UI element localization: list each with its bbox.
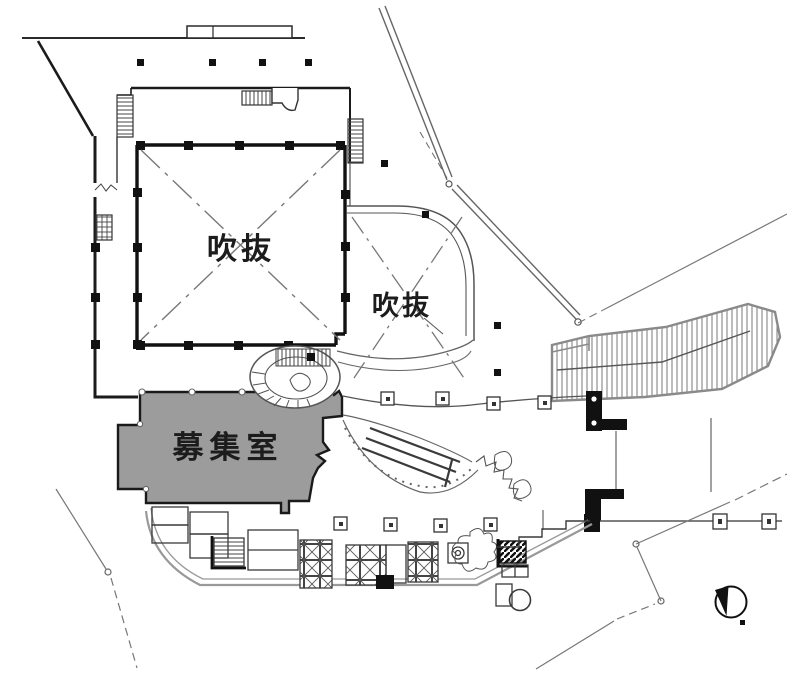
stepped-wall bbox=[497, 520, 590, 548]
amphitheater-steps bbox=[342, 391, 552, 530]
stair-northwest bbox=[116, 94, 134, 138]
terrace-columns bbox=[712, 513, 777, 530]
planting-cloud bbox=[452, 528, 498, 572]
east-terrace bbox=[342, 391, 782, 532]
canopy bbox=[186, 25, 293, 39]
round-fixture bbox=[508, 588, 532, 612]
stair-band bbox=[550, 302, 782, 403]
upper-right-railing bbox=[378, 5, 581, 320]
ramp-inner bbox=[150, 507, 589, 580]
site-columns bbox=[137, 59, 501, 376]
label-atrium-lower: 吹抜 bbox=[372, 291, 432, 322]
compass-dot bbox=[740, 620, 745, 625]
spiral-treads bbox=[251, 371, 311, 409]
label-vacant-room: 募集室 bbox=[172, 430, 284, 466]
site-diagonal-line bbox=[606, 213, 787, 309]
columns bbox=[91, 141, 350, 350]
atrium2-x-brace bbox=[351, 216, 465, 379]
toilet-stalls-1 bbox=[299, 539, 333, 589]
escalator-block bbox=[499, 540, 527, 564]
planting-leaf bbox=[493, 451, 513, 471]
ramp-outer bbox=[144, 510, 593, 587]
stair-block bbox=[213, 537, 245, 567]
spiral-stair bbox=[249, 345, 341, 409]
main-atrium: 吹抜 bbox=[91, 141, 350, 350]
step-stringers bbox=[361, 426, 461, 488]
atrium-x-brace bbox=[140, 149, 341, 341]
entry-recess bbox=[271, 88, 299, 112]
northwest-diagonal-wall bbox=[36, 40, 95, 137]
north-compass-icon bbox=[714, 585, 748, 625]
property-lines bbox=[55, 473, 787, 670]
stair-handrail bbox=[556, 330, 751, 371]
pier-upper bbox=[586, 391, 602, 431]
stair-north bbox=[241, 90, 273, 106]
elevator-shaft bbox=[95, 214, 113, 241]
grand-staircase bbox=[550, 302, 782, 403]
toilet-stalls-3 bbox=[407, 541, 439, 583]
pier-lower bbox=[585, 489, 601, 521]
door-squiggle bbox=[94, 183, 118, 192]
upper-building-block bbox=[93, 86, 364, 399]
north-needle bbox=[715, 586, 729, 616]
secondary-atrium: 吹抜 bbox=[336, 205, 475, 379]
label-atrium-upper: 吹抜 bbox=[207, 232, 275, 267]
west-outer-wall bbox=[93, 136, 138, 399]
site-boundary bbox=[22, 5, 787, 326]
terrace-upper-columns bbox=[380, 391, 552, 411]
stair-northeast bbox=[347, 118, 364, 164]
planting-edge bbox=[475, 455, 523, 502]
service-cluster bbox=[144, 506, 593, 612]
cluster-columns bbox=[333, 516, 498, 533]
